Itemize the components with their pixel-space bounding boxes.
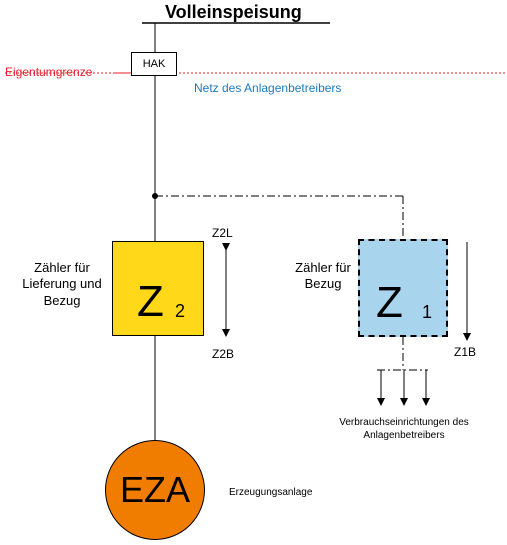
hak-label: HAK xyxy=(142,58,166,70)
meter1-description: Zähler für Bezug xyxy=(295,260,351,292)
meter2-symbol: Z xyxy=(137,277,164,326)
meter1-box: Z 1 xyxy=(358,239,448,337)
operator-network-label: Netz des Anlagenbetreibers xyxy=(194,81,342,95)
meter1-symbol: Z xyxy=(376,278,403,327)
z1b-label: Z1B xyxy=(454,345,477,359)
meter2-box: Z 2 xyxy=(112,241,204,336)
meter2-description: Zähler für Lieferung und Bezug xyxy=(22,260,102,308)
generation-unit-label: Erzeugungsanlage xyxy=(229,487,313,498)
z2l-label: Z2L xyxy=(212,226,233,240)
meter1-number: 1 xyxy=(422,302,433,322)
consumers-label: Verbrauchseinrichtungen des Anlagenbetre… xyxy=(339,417,469,441)
hak-box: HAK xyxy=(131,52,177,76)
diagram-title: Volleinspeisung xyxy=(165,2,302,22)
meter2-number: 2 xyxy=(175,301,186,321)
ownership-boundary-label: Eigentumgrenze xyxy=(5,65,93,79)
eza-label: EZA xyxy=(119,469,190,510)
generation-unit-circle: EZA xyxy=(105,440,205,540)
z2b-label: Z2B xyxy=(212,347,235,361)
